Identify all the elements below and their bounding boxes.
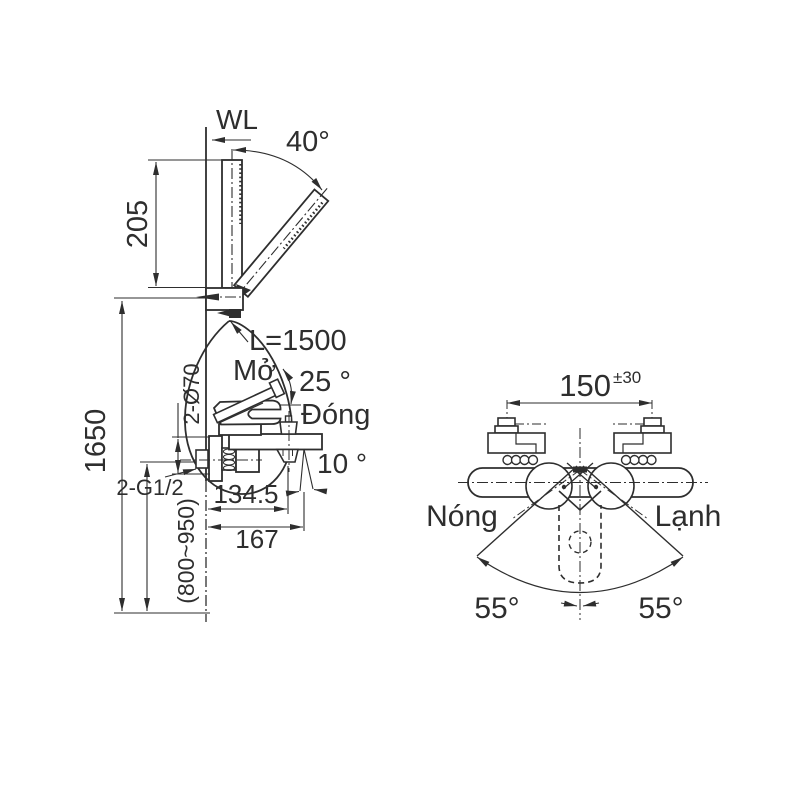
handle-v-line bbox=[558, 490, 602, 512]
diverter-knob bbox=[279, 421, 298, 435]
front-view bbox=[458, 399, 708, 620]
handle-cross-lines bbox=[562, 462, 598, 490]
eccentric-leg-right bbox=[612, 399, 672, 466]
arc-center-arrow-left bbox=[560, 600, 578, 607]
spout-reach-label: 134.5 bbox=[213, 479, 278, 509]
arc-center-arrow-right bbox=[582, 600, 600, 607]
cold-label: Lạnh bbox=[655, 500, 722, 533]
handle-down-detail bbox=[568, 530, 592, 554]
thread-note-label: 2-G1/2 bbox=[116, 475, 183, 500]
shower-holder bbox=[205, 287, 244, 311]
open-arc-25 bbox=[282, 368, 296, 405]
distance-tolerance-label: ±30 bbox=[613, 368, 641, 387]
faucet-body-bar bbox=[228, 433, 323, 451]
swing-edge-left bbox=[476, 465, 578, 557]
handle-right-position bbox=[587, 462, 635, 510]
swing-angle-label: 40° bbox=[286, 126, 330, 158]
center-distance-label: 150 bbox=[559, 368, 611, 403]
spout-tilt-lines bbox=[299, 448, 314, 492]
spout-tilt-arrow-left bbox=[285, 490, 300, 497]
spout-tilt-arrow-right bbox=[313, 488, 328, 495]
hose-nut bbox=[229, 309, 241, 318]
spout-tilt-label: 10 ° bbox=[317, 448, 367, 479]
handle-pivot bbox=[573, 466, 587, 473]
height-range-label: (800~950) bbox=[173, 498, 199, 604]
cartridge-housing bbox=[218, 423, 262, 436]
flange-note-label: 2-Ø70 bbox=[179, 363, 204, 424]
dim-205-extensions bbox=[148, 159, 222, 289]
wall-line-label: WL bbox=[216, 104, 258, 135]
swing-left-label: 55° bbox=[474, 592, 519, 625]
eccentric-leg-left bbox=[487, 400, 546, 466]
wall-flange bbox=[208, 435, 223, 482]
handle-down-position bbox=[558, 505, 602, 584]
spout-outlet bbox=[275, 448, 300, 463]
handle-open bbox=[212, 378, 286, 424]
swing-arc-40 bbox=[232, 147, 323, 191]
dim-1650-extensions bbox=[114, 297, 210, 614]
hose-length-label: L=1500 bbox=[249, 325, 347, 357]
swing-edge-right bbox=[582, 465, 684, 557]
hose-length-leader bbox=[230, 321, 249, 343]
shower-hose-loop bbox=[184, 320, 293, 495]
side-view bbox=[114, 127, 330, 622]
hot-label: Nóng bbox=[426, 500, 498, 533]
open-angle-label: 25 ° bbox=[299, 366, 351, 398]
hand-shower-rotated bbox=[232, 187, 330, 299]
hose-nut-arrow bbox=[217, 309, 230, 317]
swing-arc-55 bbox=[476, 556, 684, 594]
close-label: Đóng bbox=[301, 399, 370, 431]
handle-closed-detail bbox=[218, 402, 264, 424]
holder-mount-arrow bbox=[196, 293, 219, 301]
total-reach-label: 167 bbox=[235, 524, 278, 554]
open-label: Mở bbox=[233, 355, 276, 387]
swing-right-label: 55° bbox=[638, 592, 683, 625]
thread-leader bbox=[164, 468, 197, 478]
install-height-label: 1650 bbox=[80, 409, 112, 474]
inlet-pipe-stub bbox=[195, 449, 209, 469]
handle-left-position bbox=[525, 462, 573, 510]
shower-height-label: 205 bbox=[122, 200, 154, 248]
